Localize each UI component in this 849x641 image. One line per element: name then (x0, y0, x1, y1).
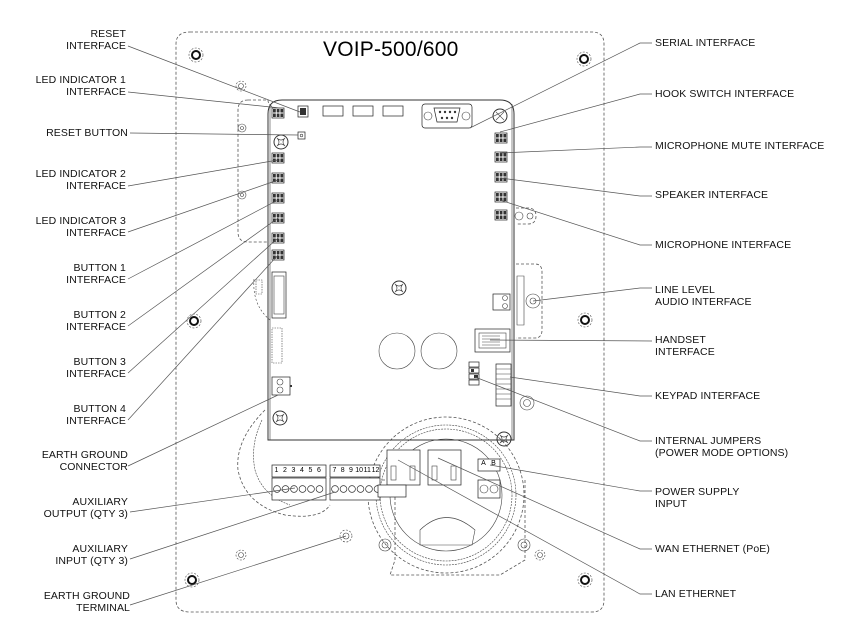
terminal-number: 2 (283, 467, 287, 474)
right-interface-header (494, 209, 508, 221)
label-hook-switch-interface: HOOK SWITCH INTERFACE (655, 88, 795, 100)
terminal-screw (331, 485, 339, 493)
ethernet-jacks (377, 449, 462, 498)
right-headers (494, 132, 508, 221)
terminal-screw (348, 485, 356, 493)
left-interface-header (271, 192, 285, 204)
handset-connector (474, 328, 511, 353)
terminal-number: 12 (371, 467, 380, 474)
label-speaker-interface: SPEAKER INTERFACE (655, 189, 769, 201)
earth-ground-connector-block (271, 376, 292, 396)
microphone-assembly (237, 409, 331, 517)
label-microphone-interface: MICROPHONE INTERFACE (655, 239, 792, 251)
terminal-screw (290, 485, 298, 493)
terminal-number: B (491, 460, 496, 467)
terminal-number: 7 (332, 467, 337, 474)
diagram-title: VOIP-500/600 (323, 38, 459, 61)
mounting-hole (577, 312, 593, 328)
terminal-number: 1 (274, 467, 279, 474)
left-interface-header (271, 172, 285, 184)
enclosure-outline (175, 31, 605, 613)
terminal-screw (339, 485, 348, 493)
terminal-number: 11 (363, 467, 371, 474)
terminal-number: 4 (300, 467, 304, 474)
label-keypad-interface: KEYPAD INTERFACE (655, 390, 761, 402)
terminal-number: A (481, 460, 486, 467)
terminal-block-1 (271, 464, 327, 501)
mounting-hole (186, 313, 202, 329)
right-interface-header (494, 191, 508, 203)
speaker-port-left (378, 332, 416, 370)
internal-jumpers (468, 361, 480, 386)
earth-ground-terminal-stud (339, 529, 353, 543)
serial-db9-connector (421, 103, 473, 129)
ribbon-header (253, 271, 287, 364)
terminal-screw (298, 485, 307, 493)
label-lan-ethernet: LAN ETHERNET (655, 588, 737, 600)
left-headers (271, 107, 285, 261)
label-microphone-mute-interface: MICROPHONE MUTE INTERFACE (655, 140, 825, 152)
terminal-screw (273, 485, 281, 493)
power-supply-terminal (477, 458, 501, 499)
terminal-screw (365, 485, 373, 493)
terminal-number: 3 (291, 467, 296, 474)
terminal-number: 8 (340, 467, 345, 474)
pcb-screws (272, 134, 512, 447)
mounting-hole (576, 51, 592, 67)
mounting-hole (188, 47, 204, 63)
right-interface-header (494, 151, 508, 163)
mounting-holes (184, 47, 593, 588)
terminal-number: 10 (355, 467, 363, 474)
keypad-connector (495, 363, 535, 411)
terminal-number: 9 (348, 467, 353, 474)
right-interface-header (494, 171, 508, 183)
speaker-port-right (420, 332, 458, 370)
terminal-block-2 (329, 464, 382, 501)
terminal-screw (356, 485, 365, 493)
terminal-screw (307, 485, 315, 493)
top-connectors (297, 105, 404, 140)
lan-ethernet-jack (427, 449, 462, 486)
label-reset-button: RESET BUTTON (46, 127, 128, 139)
wan-ethernet-jack (386, 449, 421, 486)
label-internal-jumpers: INTERNAL JUMPERS(POWER MODE OPTIONS) (655, 435, 789, 459)
terminal-screw (315, 485, 324, 493)
pcb-board (267, 99, 515, 441)
terminal-number: 5 (308, 467, 313, 474)
terminal-number: 6 (317, 467, 321, 474)
left-interface-header (271, 107, 285, 119)
mounting-hole (184, 572, 200, 588)
line-level-audio-connector (492, 207, 543, 339)
right-interface-header (494, 132, 508, 144)
mounting-hole (577, 572, 593, 588)
left-interface-header (271, 152, 285, 164)
leader-lines (127, 42, 653, 606)
label-serial-interface: SERIAL INTERFACE (655, 37, 756, 49)
label-wan-ethernet: WAN ETHERNET (PoE) (655, 543, 770, 555)
